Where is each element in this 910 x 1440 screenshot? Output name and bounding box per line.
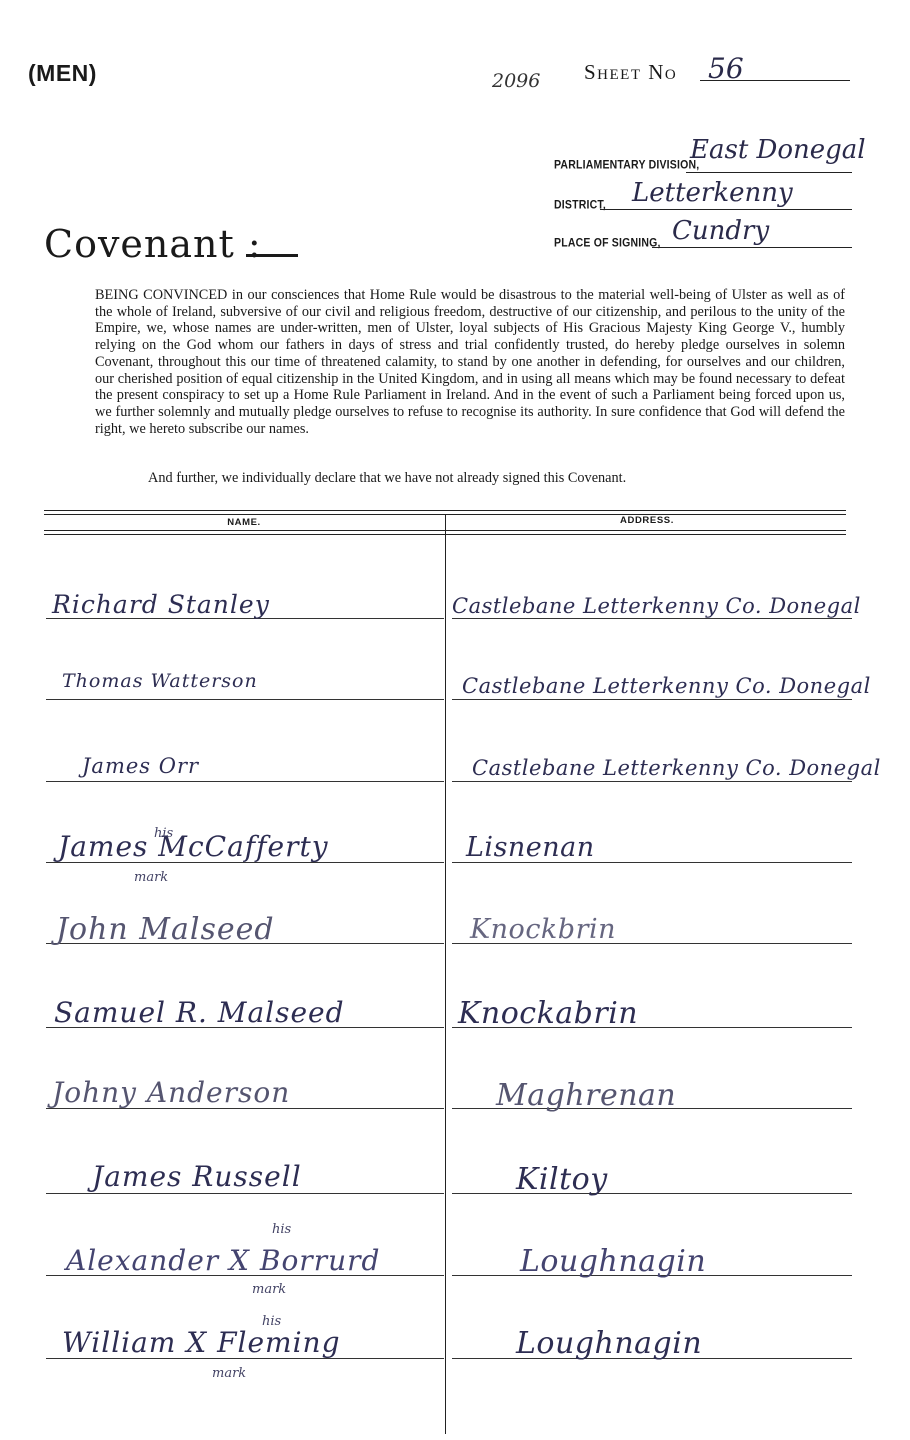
place-of-signing-label: PLACE OF SIGNING, (554, 236, 661, 250)
signatory-name: James Orr (82, 754, 200, 778)
title-dash (246, 254, 298, 257)
parliamentary-division-value: East Donegal (690, 135, 866, 165)
covenant-title: Covenant : (44, 222, 262, 266)
signatory-address: Loughnagin (520, 1244, 707, 1279)
place-of-signing-value: Cundry (672, 216, 770, 246)
row-line (452, 1108, 852, 1109)
his-annotation: his (154, 826, 174, 841)
signatory-address: Knockbrin (470, 914, 617, 945)
row-line (46, 943, 444, 944)
his-annotation: his (262, 1314, 282, 1329)
row-line (46, 1108, 444, 1109)
signatory-name: James Russell (92, 1160, 302, 1193)
row-line (452, 1193, 852, 1194)
signatory-name: Richard Stanley (52, 590, 270, 619)
district-label: DISTRICT, (554, 198, 606, 212)
row-line (452, 943, 852, 944)
signatory-address: Maghrenan (496, 1078, 677, 1113)
parliamentary-division-line (686, 172, 852, 173)
signatory-name: Samuel R. Malseed (54, 996, 345, 1029)
parliamentary-division-label: PARLIAMENTARY DIVISION, (554, 158, 700, 172)
row-line (46, 862, 444, 863)
signatory-name: Alexander X Borrurd (66, 1244, 381, 1277)
covenant-text: BEING CONVINCED in our consciences that … (95, 287, 845, 437)
sheet-label: Sheet No (584, 60, 678, 84)
row-line (46, 1275, 444, 1276)
signatory-address: Knockabrin (458, 996, 639, 1031)
signatory-address: Castlebane Letterkenny Co. Donegal (462, 674, 871, 698)
signatory-name: John Malseed (56, 912, 275, 947)
sheet-number-line (700, 80, 850, 81)
archive-number: 2096 (492, 70, 541, 92)
row-line (46, 1193, 444, 1194)
signatory-address: Kiltoy (516, 1162, 608, 1197)
district-line (600, 209, 852, 210)
mark-annotation: mark (252, 1282, 287, 1297)
signatory-address: Loughnagin (516, 1326, 703, 1361)
row-line (46, 781, 444, 782)
row-line (46, 618, 444, 619)
table-top-rule (44, 510, 846, 511)
row-line (452, 1027, 852, 1028)
row-line (452, 699, 852, 700)
signatory-address: Lisnenan (466, 832, 595, 863)
name-column-header: NAME. (227, 517, 261, 528)
signatory-address: Castlebane Letterkenny Co. Donegal (472, 756, 881, 780)
signatory-name: Thomas Watterson (62, 670, 258, 692)
row-line (452, 781, 852, 782)
row-line (452, 1358, 852, 1359)
column-divider (445, 514, 446, 1434)
row-line (452, 862, 852, 863)
row-line (46, 1358, 444, 1359)
covenant-declaration: And further, we individually declare tha… (148, 470, 627, 486)
address-column-header: ADDRESS. (620, 515, 674, 526)
district-value: Letterkenny (632, 178, 793, 208)
sheet-number: 56 (708, 52, 744, 85)
mark-annotation: mark (212, 1366, 247, 1381)
row-line (452, 1275, 852, 1276)
row-line (46, 699, 444, 700)
row-line (452, 618, 852, 619)
signatory-name: James McCafferty (58, 830, 329, 863)
place-of-signing-line (652, 247, 852, 248)
row-line (46, 1027, 444, 1028)
form-category: (MEN) (28, 60, 97, 86)
signatory-name: Johny Anderson (52, 1076, 291, 1109)
his-annotation: his (272, 1222, 292, 1237)
mark-annotation: mark (134, 870, 169, 885)
signatory-address: Castlebane Letterkenny Co. Donegal (452, 594, 861, 618)
signatory-name: William X Fleming (62, 1326, 341, 1359)
